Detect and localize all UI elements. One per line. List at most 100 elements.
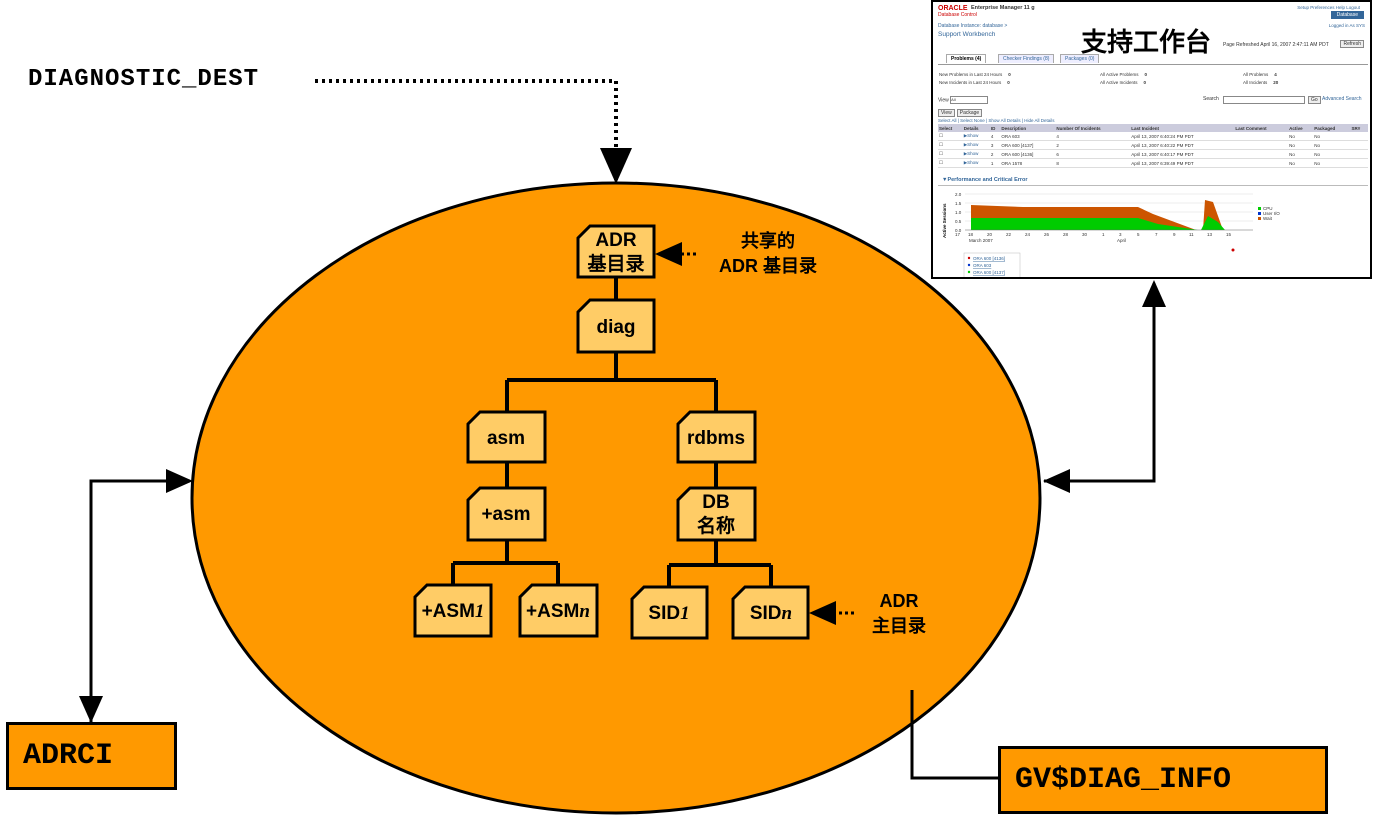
xtick: 9	[1173, 232, 1176, 237]
row-checkbox[interactable]: ☐	[938, 158, 963, 168]
xtick: 3	[1119, 232, 1122, 237]
xtick: 17	[955, 232, 961, 237]
ytick: 1.5	[955, 201, 962, 206]
ytick: 2.0	[955, 192, 962, 197]
col-id: ID	[989, 124, 1001, 132]
row-last-incident: April 13, 2007 6:40:17 PM PDT	[1130, 149, 1235, 159]
row-packaged: No	[1313, 140, 1351, 150]
sidn-label: SIDn	[750, 603, 792, 624]
node-sid1: SID1	[630, 585, 709, 640]
row-sr	[1350, 158, 1368, 168]
go-button[interactable]: Go	[1308, 96, 1321, 104]
row-id: 1	[989, 158, 1001, 168]
xtick: 1	[1102, 232, 1105, 237]
view-select[interactable]: All	[950, 96, 989, 104]
col-sr: SR#	[1350, 124, 1368, 132]
error-legend-item: ORA 600 [4136]	[973, 256, 1005, 261]
asm-label: asm	[487, 428, 525, 449]
performance-section-title[interactable]: ▼Performance and Critical Error	[942, 177, 1028, 183]
col-last-incident: Last Incident	[1130, 124, 1235, 132]
adrci-box: ADRCI	[6, 722, 177, 790]
row-show-link[interactable]: ▶Show	[962, 140, 990, 150]
row-description: ORA 600 [4137]	[1000, 140, 1056, 150]
diagnostic-dest-arrow	[315, 79, 632, 184]
adrci-connector	[89, 469, 193, 722]
row-sr	[1350, 132, 1368, 141]
row-packaged: No	[1313, 158, 1351, 168]
rdbms-label: rdbms	[687, 428, 745, 449]
cpu-area	[971, 218, 1198, 230]
adr-home-label-line2: 主目录	[872, 615, 926, 636]
search-input[interactable]	[1223, 96, 1305, 104]
diagnostic-dest-label: DIAGNOSTIC_DEST	[28, 66, 260, 93]
legend-userio-swatch	[1258, 212, 1261, 215]
table-row: ☐ ▶Show 3 ORA 600 [4137] 2 April 13, 200…	[938, 140, 1368, 150]
row-description: ORA 603	[1000, 132, 1056, 141]
node-diag: diag	[576, 298, 656, 354]
package-button[interactable]: Package	[956, 109, 983, 117]
database-tab[interactable]: Database	[1330, 11, 1364, 19]
search-label: Search	[1203, 96, 1219, 102]
xtick: 11	[1189, 232, 1194, 237]
database-control-label: Database Control	[938, 12, 977, 18]
xtick: 28	[1063, 232, 1069, 237]
row-incidents: 2	[1055, 140, 1131, 150]
adr-base-line1: ADR	[595, 230, 636, 251]
row-incidents: 6	[1055, 149, 1131, 159]
row-description: ORA 1578	[1000, 158, 1056, 168]
sid1-label: SID1	[648, 603, 689, 624]
tab-problems[interactable]: Problems (4)	[946, 54, 987, 63]
node-asmn: +ASMn	[518, 583, 599, 638]
tab-packages[interactable]: Packages (0)	[1060, 54, 1100, 63]
node-plus-asm: +asm	[466, 486, 547, 542]
row-checkbox[interactable]: ☐	[938, 132, 963, 141]
diag-label: diag	[596, 317, 635, 338]
refresh-button[interactable]: Refresh	[1340, 40, 1364, 48]
table-header-row: Select Details ID Description Number Of …	[938, 124, 1368, 132]
row-show-link[interactable]: ▶Show	[962, 158, 990, 168]
col-active: Active	[1288, 124, 1314, 132]
xtick: 7	[1155, 232, 1158, 237]
select-links[interactable]: Select All | Select None | Show All Deta…	[938, 118, 1055, 123]
row-active: No	[1288, 149, 1314, 159]
row-last-comment	[1234, 140, 1289, 150]
row-id: 2	[989, 149, 1001, 159]
asm1-label: +ASM1	[422, 601, 485, 622]
db-name-line2: 名称	[697, 514, 735, 537]
advanced-search-link[interactable]: Advanced Search	[1322, 96, 1362, 102]
ytick: 0.5	[955, 219, 962, 224]
xtick: 30	[1082, 232, 1088, 237]
page-refreshed: Page Refreshed April 16, 2007 2:47:11 AM…	[1223, 42, 1329, 48]
plus-asm-label: +asm	[481, 504, 530, 525]
row-show-link[interactable]: ▶Show	[962, 149, 990, 159]
ytick: 0.0	[955, 228, 962, 233]
tab-checker-findings[interactable]: Checker Findings (8)	[998, 54, 1055, 63]
row-packaged: No	[1313, 149, 1351, 159]
row-show-link[interactable]: ▶Show	[962, 132, 990, 141]
tree-lines	[451, 277, 773, 587]
xtick: 13	[1207, 232, 1213, 237]
col-description: Description	[1000, 124, 1056, 132]
node-db-name: DB 名称	[676, 486, 757, 542]
row-last-comment	[1234, 132, 1289, 141]
error-legend: ORA 600 [4136] ORA 603 ORA 600 [4137]	[963, 252, 1021, 277]
row-description: ORA 600 [4136]	[1000, 149, 1056, 159]
oracle-logo: ORACLE	[938, 5, 968, 12]
breadcrumb[interactable]: Database Instance: database >	[938, 23, 1008, 29]
view-button[interactable]: View	[938, 109, 955, 117]
legend-cpu-swatch	[1258, 207, 1261, 210]
top-links[interactable]: Setup Preferences Help Logout	[1297, 5, 1360, 10]
row-id: 3	[989, 140, 1001, 150]
row-checkbox[interactable]: ☐	[938, 140, 963, 150]
problems-table: Select Details ID Description Number Of …	[938, 124, 1368, 168]
row-active: No	[1288, 132, 1314, 141]
legend-cpu: CPU	[1263, 206, 1273, 211]
row-checkbox[interactable]: ☐	[938, 149, 963, 159]
table-row: ☐ ▶Show 4 ORA 603 4 April 13, 2007 6:40:…	[938, 132, 1368, 141]
active-sessions-chart: Active Sessions 2.0 1.5 1.0 0.5 0.0 17 1…	[942, 192, 1280, 277]
